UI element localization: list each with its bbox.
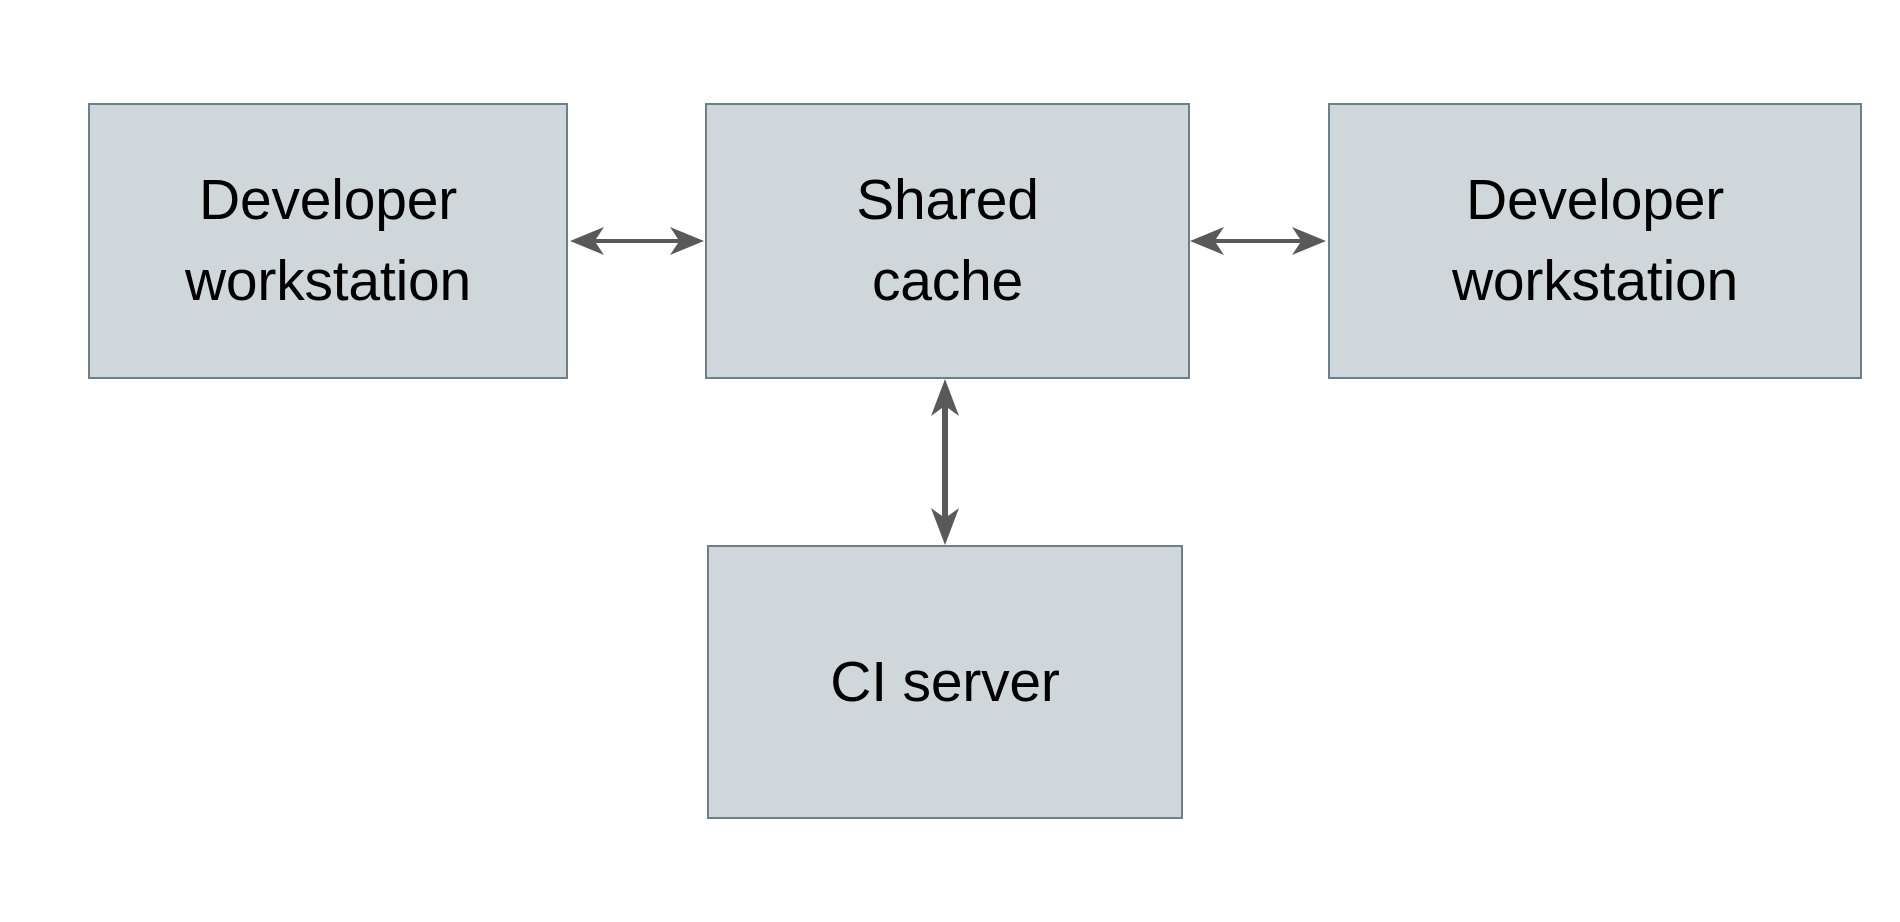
connector-cache-to-right-double-arrow-icon[interactable] [1186,216,1330,266]
node-ci-server[interactable]: CI server [707,545,1183,819]
connector-left-to-cache-double-arrow-icon[interactable] [566,216,708,266]
node-developer-workstation-left[interactable]: Developer workstation [88,103,568,379]
node-label-shared-cache: Shared cache [856,168,1039,313]
connector-ci-to-cache-double-arrow-icon[interactable] [920,376,970,548]
node-developer-workstation-right[interactable]: Developer workstation [1328,103,1862,379]
node-label-developer-workstation-right: Developer workstation [1451,168,1739,313]
node-label-ci-server: CI server [830,649,1060,714]
node-shared-cache[interactable]: Shared cache [705,103,1190,379]
node-label-developer-workstation-left: Developer workstation [184,168,472,313]
